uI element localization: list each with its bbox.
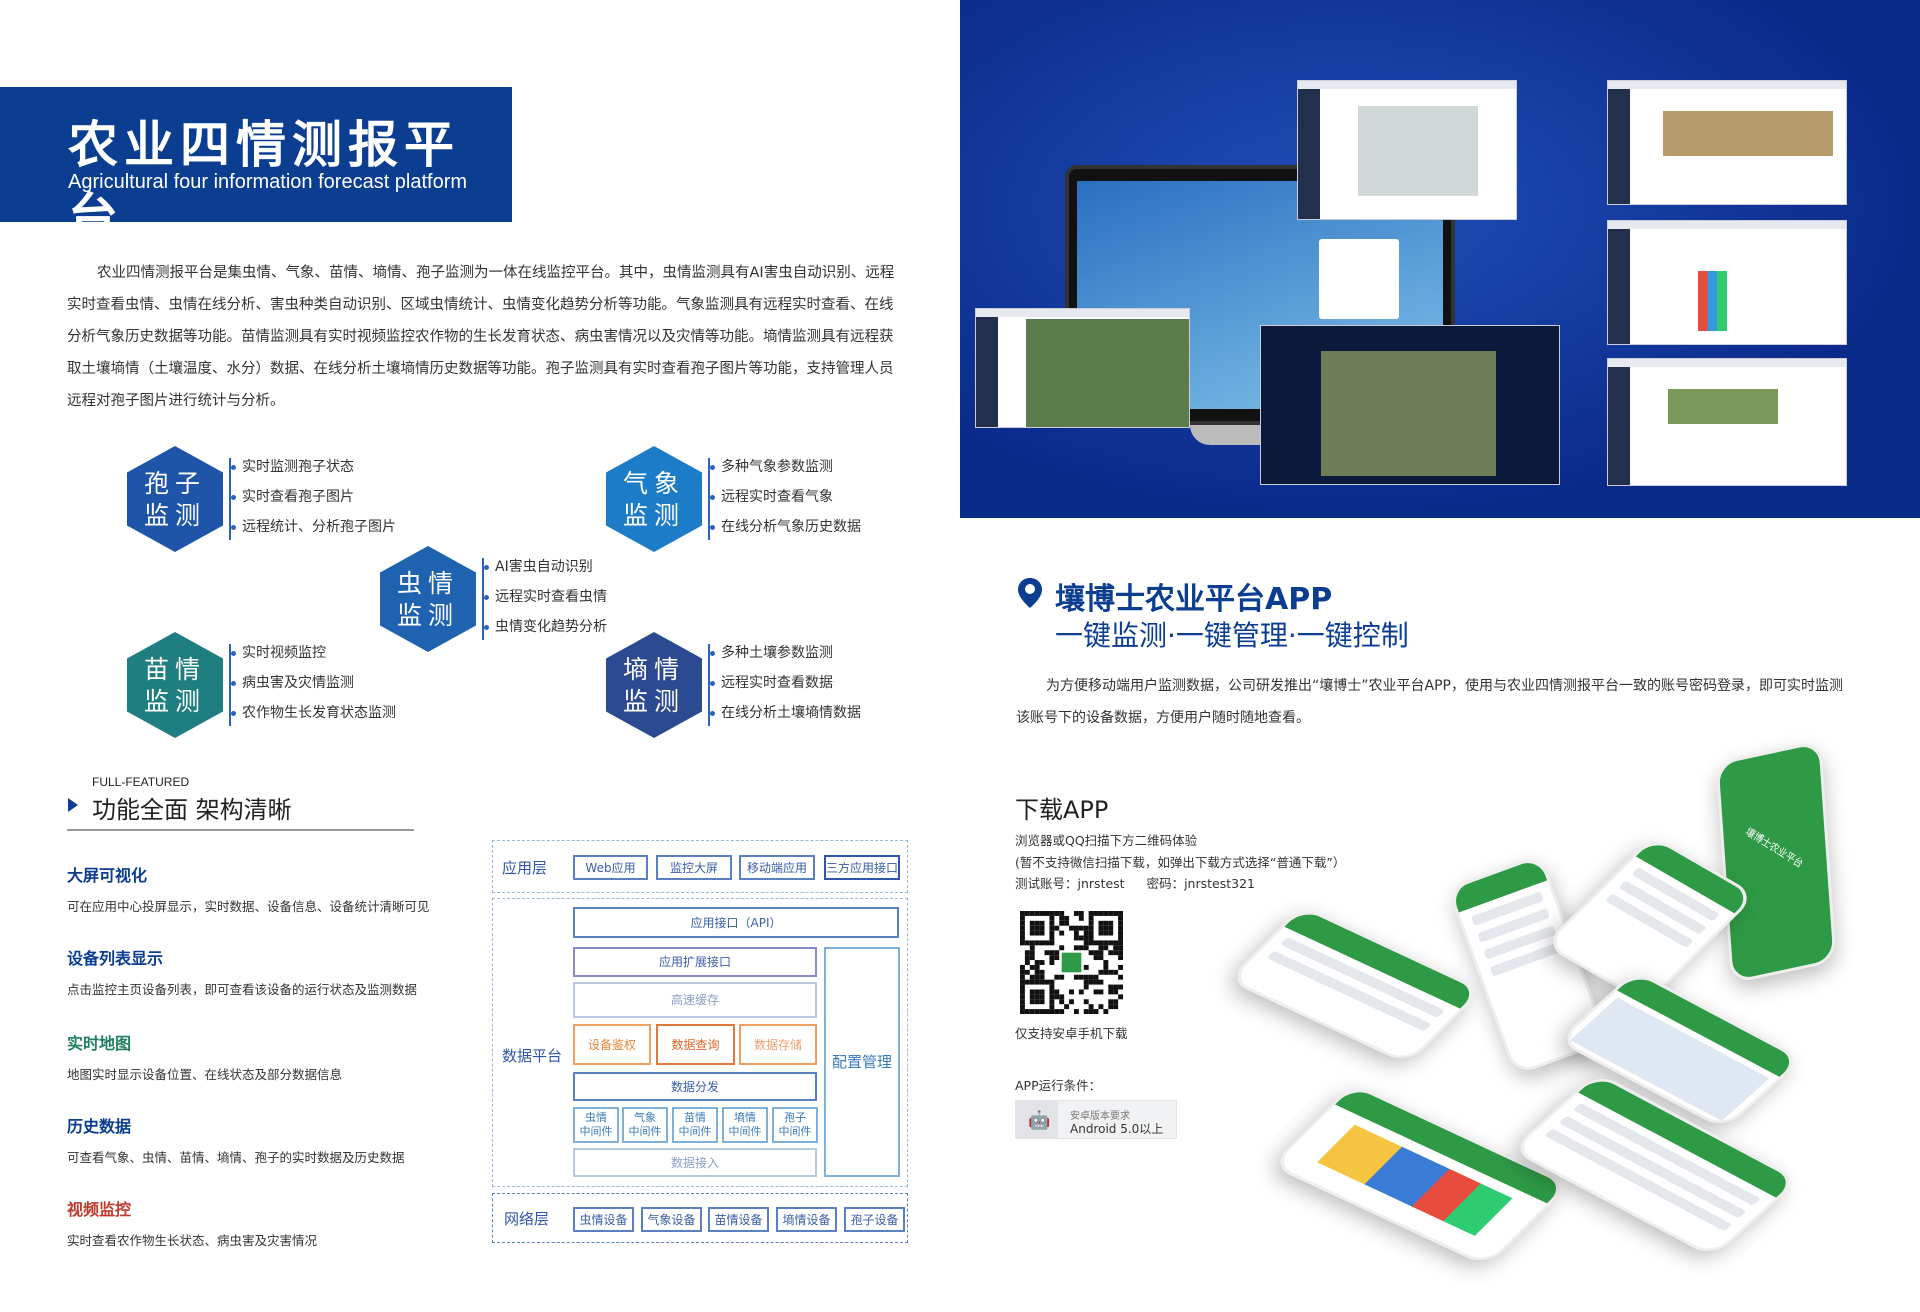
app-layer-label: 应用层	[502, 859, 548, 877]
net-layer-item: 苗情设备	[708, 1207, 769, 1232]
page-subtitle: Agricultural four information forecast p…	[68, 171, 468, 193]
feature-item: 历史数据可查看气象、虫情、苗情、墒情、孢子的实时数据及历史数据	[67, 1117, 405, 1165]
module-hexagon: 气象监测	[606, 446, 702, 552]
net-layer-label: 网络层	[504, 1210, 550, 1228]
feature-item: 大屏可视化可在应用中心投屏显示，实时数据、设备信息、设备统计清晰可见	[67, 866, 430, 914]
android-requirement: 🤖 安卓版本要求 Android 5.0以上	[1015, 1100, 1177, 1139]
net-layer-item: 墒情设备	[776, 1207, 837, 1232]
net-layer-item: 气象设备	[641, 1207, 702, 1232]
feature-item: 视频监控实时查看农作物生长状态、病虫害及灾害情况	[67, 1200, 318, 1248]
data-layer-label: 数据平台	[502, 1047, 563, 1065]
module-hexagon: 孢子监测	[127, 446, 223, 552]
app-layer-item: 监控大屏	[656, 855, 732, 880]
module-item: 实时监测孢子状态	[231, 452, 396, 482]
module-hexagon: 苗情监测	[127, 632, 223, 738]
net-layer-item: 孢子设备	[844, 1207, 905, 1232]
page-title: 农业四情测报平台	[68, 116, 460, 246]
app-title: 壤博士农业平台APP	[1055, 582, 1333, 617]
ext-box: 应用扩展接口	[573, 947, 817, 977]
app-description: 为方便移动端用户监测数据，公司研发推出“壤博士”农业平台APP，使用与农业四情测…	[1016, 678, 1843, 726]
module-item: 在线分析气象历史数据	[710, 512, 861, 542]
triangle-icon	[68, 798, 78, 812]
api-box: 应用接口（API）	[573, 907, 899, 938]
module-item: 实时视频监控	[231, 638, 396, 668]
access-box: 数据接入	[573, 1148, 817, 1177]
feature-item: 设备列表显示点击监控主页设备列表，即可查看该设备的运行状态及监测数据	[67, 949, 418, 997]
features-heading: 功能全面 架构清晰	[92, 796, 292, 824]
module-item: 病虫害及灾情监测	[231, 668, 396, 698]
module-item: 多种气象参数监测	[710, 452, 861, 482]
feature-item: 实时地图地图实时显示设备位置、在线状态及部分数据信息	[67, 1034, 343, 1082]
module-item: 虫情变化趋势分析	[484, 612, 607, 642]
module-item: AI害虫自动识别	[484, 552, 607, 582]
app-subtitle: 一键监测·一键管理·一键控制	[1055, 619, 1409, 652]
requirement-title: APP运行条件：	[1015, 1078, 1102, 1093]
android-icon: 🤖	[1028, 1110, 1051, 1131]
module-item: 实时查看孢子图片	[231, 482, 396, 512]
divider	[67, 829, 414, 831]
module-item: 远程实时查看虫情	[484, 582, 607, 612]
module-item: 在线分析土壤墒情数据	[710, 698, 861, 728]
cache-box: 高速缓存	[573, 982, 817, 1018]
module-item: 多种土壤参数监测	[710, 638, 861, 668]
app-layer-item: 三方应用接口	[824, 855, 900, 880]
app-layer-item: 移动端应用	[739, 855, 815, 880]
intro-paragraph: 农业四情测报平台是集虫情、气象、苗情、墒情、孢子监测为一体在线监控平台。其中，虫…	[67, 265, 895, 409]
app-layer-item: Web应用	[573, 855, 648, 880]
download-title: 下载APP	[1015, 796, 1109, 824]
module-4: 墒情监测多种土壤参数监测远程实时查看数据在线分析土壤墒情数据	[606, 632, 861, 738]
title-banner: 农业四情测报平台 Agricultural four information f…	[0, 87, 512, 246]
dist-box: 数据分发	[573, 1072, 817, 1101]
module-hexagon: 虫情监测	[380, 546, 476, 652]
query-box: 数据查询	[656, 1024, 735, 1065]
module-0: 孢子监测实时监测孢子状态实时查看孢子图片远程统计、分析孢子图片	[127, 446, 396, 552]
config-box: 配置管理	[824, 947, 900, 1177]
middleware-box: 虫情中间件	[573, 1107, 619, 1143]
net-layer-item: 虫情设备	[573, 1207, 634, 1232]
storage-box: 数据存储	[739, 1024, 817, 1065]
download-note: (暂不支持微信扫描下载，如弹出下载方式选择“普通下载”）	[1015, 855, 1346, 870]
qr-code[interactable]	[1019, 911, 1124, 1014]
features-eyebrow: FULL-FEATURED	[92, 775, 190, 789]
qr-caption: 仅支持安卓手机下载	[1015, 1026, 1128, 1041]
module-item: 远程实时查看气象	[710, 482, 861, 512]
test-account: 测试账号：jnrstest 密码：jnrstest321	[1015, 876, 1255, 891]
module-item: 远程实时查看数据	[710, 668, 861, 698]
middleware-box: 气象中间件	[622, 1107, 668, 1143]
module-item: 远程统计、分析孢子图片	[231, 512, 396, 542]
location-pin-icon	[1018, 578, 1042, 608]
middleware-box: 苗情中间件	[672, 1107, 718, 1143]
module-item: 农作物生长发育状态监测	[231, 698, 396, 728]
middleware-box: 孢子中间件	[772, 1107, 818, 1143]
module-1: 气象监测多种气象参数监测远程实时查看气象在线分析气象历史数据	[606, 446, 861, 552]
platform-screenshots-panel	[960, 0, 1920, 518]
module-3: 苗情监测实时视频监控病虫害及灾情监测农作物生长发育状态监测	[127, 632, 396, 738]
middleware-box: 墒情中间件	[722, 1107, 768, 1143]
auth-box: 设备鉴权	[573, 1024, 651, 1065]
module-hexagon: 墒情监测	[606, 632, 702, 738]
download-hint: 浏览器或QQ扫描下方二维码体验	[1015, 833, 1198, 848]
module-2: 虫情监测 AI害虫自动识别远程实时查看虫情虫情变化趋势分析	[380, 546, 607, 652]
